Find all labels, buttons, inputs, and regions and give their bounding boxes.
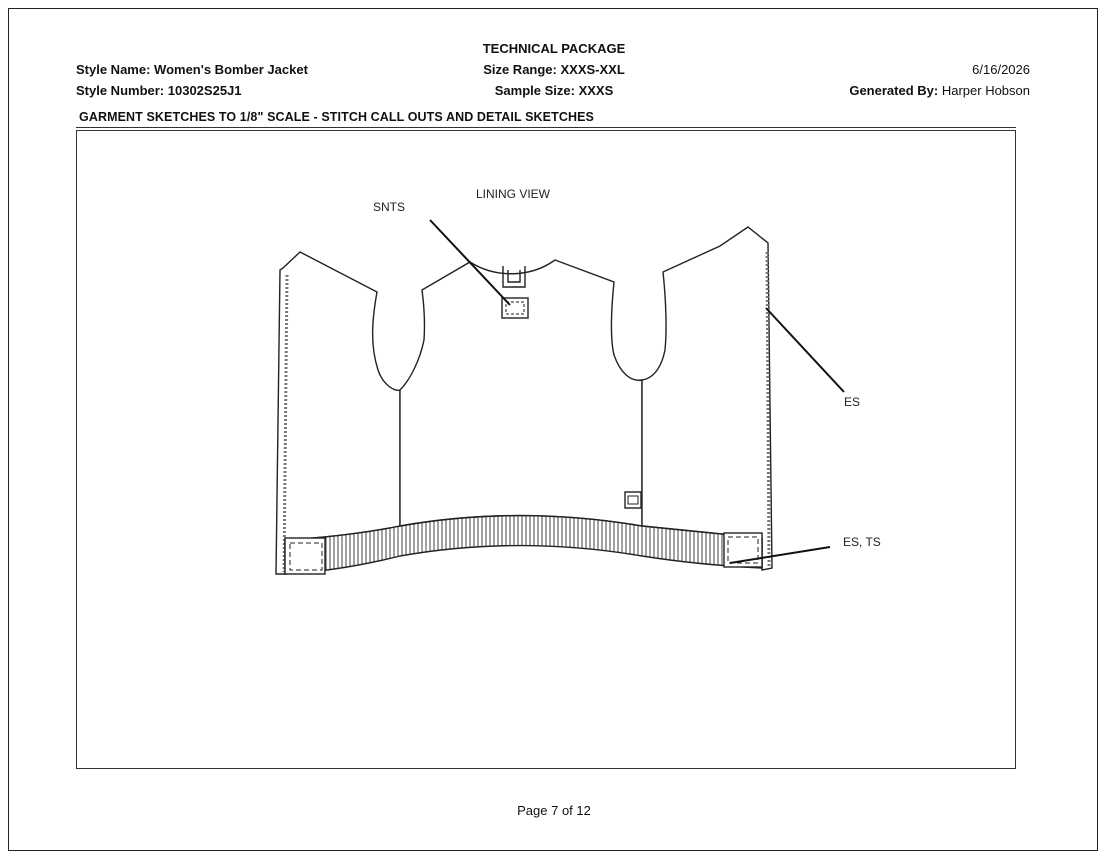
right-front-panel	[641, 226, 773, 571]
style-name-value: Women's Bomber Jacket	[154, 62, 308, 77]
left-hem-patch	[284, 537, 326, 575]
size-range-value: XXXS-XXL	[560, 62, 625, 77]
callout-es-ts: ES, TS	[843, 535, 881, 549]
size-range-label: Size Range:	[483, 62, 557, 77]
section-rule	[76, 127, 1016, 128]
style-name-label: Style Name:	[76, 62, 151, 77]
es-leader-line	[765, 307, 845, 393]
document-title: TECHNICAL PACKAGE	[482, 41, 626, 56]
snts-leader-line	[429, 219, 511, 306]
left-front-panel	[275, 251, 401, 575]
section-title: GARMENT SKETCHES TO 1/8" SCALE - STITCH …	[79, 110, 594, 124]
back-panel	[399, 259, 643, 527]
style-name-field: Style Name: Women's Bomber Jacket	[76, 62, 308, 78]
ribbed-hem-band	[284, 514, 763, 575]
callout-snts: SNTS	[373, 200, 406, 214]
lining-view-label: LINING VIEW	[476, 187, 551, 201]
sample-size-value: XXXS	[578, 83, 614, 98]
style-number-value: 10302S25J1	[167, 83, 242, 98]
style-number-label: Style Number:	[76, 83, 165, 98]
style-number-field: Style Number: 10302S25J1	[76, 83, 242, 99]
generated-by-field: Generated By: Harper Hobson	[849, 83, 1030, 99]
size-range-field: Size Range: XXXS-XXL	[0, 62, 1108, 78]
generated-by-label: Generated By:	[849, 83, 939, 98]
sketch-frame	[76, 130, 1016, 769]
sample-size-field: Sample Size: XXXS	[0, 83, 1108, 99]
callout-es: ES	[844, 395, 861, 409]
page-border	[8, 8, 1098, 851]
es-ts-leader-line	[729, 546, 831, 564]
page-number: Page 7 of 12	[517, 803, 591, 818]
generated-by-value: Harper Hobson	[941, 83, 1030, 98]
document-date: 6/16/2026	[972, 62, 1030, 77]
sample-size-label: Sample Size:	[494, 83, 575, 98]
